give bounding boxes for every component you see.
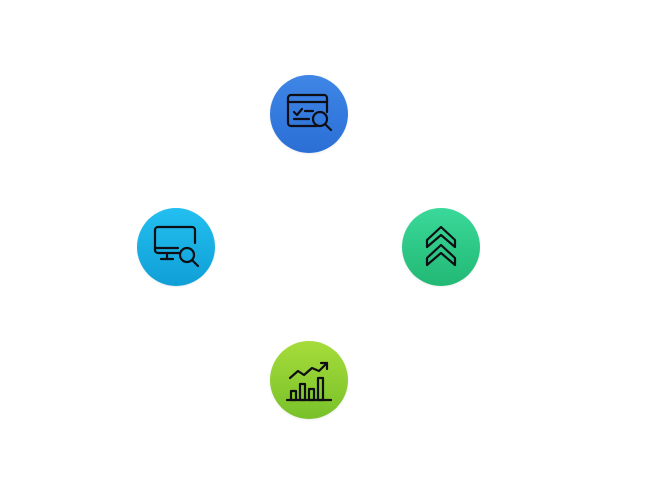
growth-chart-icon <box>285 361 333 402</box>
node-monitor-search <box>137 208 215 286</box>
monitor-search-icon <box>153 225 200 268</box>
node-chevrons-up <box>402 208 480 286</box>
web-page-search-icon <box>286 93 333 132</box>
node-growth-chart <box>270 341 348 419</box>
node-web-page-search <box>270 75 348 153</box>
chevrons-up-icon <box>425 225 457 267</box>
